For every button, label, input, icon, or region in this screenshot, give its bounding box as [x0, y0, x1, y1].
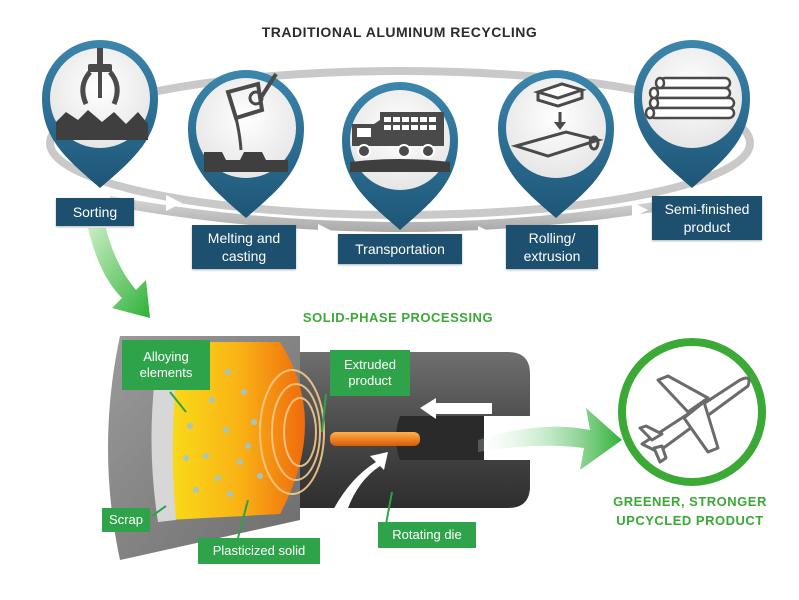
sorting-to-solid-phase-arrow [88, 228, 150, 318]
product-badge [618, 338, 766, 486]
traditional-recycling-title: TRADITIONAL ALUMINUM RECYCLING [261, 24, 538, 40]
pin-melting [188, 70, 304, 218]
extrusion-machine [108, 336, 530, 560]
pin-sorting [42, 40, 158, 188]
pin-semifinished [634, 40, 750, 188]
step-label-transportation: Transportation [338, 234, 462, 264]
pin-transportation [342, 82, 458, 230]
step-label-semifinished: Semi-finished product [652, 196, 762, 240]
pin-rolling [498, 70, 614, 218]
product-title-line2: UPCYCLED PRODUCT [616, 513, 764, 528]
ingot-rolling-icon [510, 82, 604, 158]
truck-icon [350, 112, 450, 172]
callout-extruded-product: Extruded product [330, 350, 410, 396]
ladle-pouring-icon [204, 72, 288, 172]
callout-rotating-die: Rotating die [378, 522, 476, 548]
product-title-line1: GREENER, STRONGER [613, 494, 767, 509]
airplane-icon [638, 374, 751, 464]
claw-grabber-icon [56, 48, 148, 140]
callout-lines [151, 391, 393, 539]
product-title: GREENER, STRONGER UPCYCLED PRODUCT [590, 492, 790, 530]
step-label-rolling: Rolling/ extrusion [506, 225, 598, 269]
machine-to-product-arrow [478, 408, 622, 470]
solid-phase-title: SOLID-PHASE PROCESSING [302, 310, 494, 325]
callout-alloying-elements: Alloying elements [122, 340, 210, 390]
callout-plasticized-solid: Plasticized solid [198, 538, 320, 564]
step-label-sorting: Sorting [56, 198, 134, 226]
step-label-melting: Melting and casting [192, 225, 296, 269]
pipe-stack-icon [644, 76, 736, 120]
callout-scrap: Scrap [102, 508, 150, 532]
